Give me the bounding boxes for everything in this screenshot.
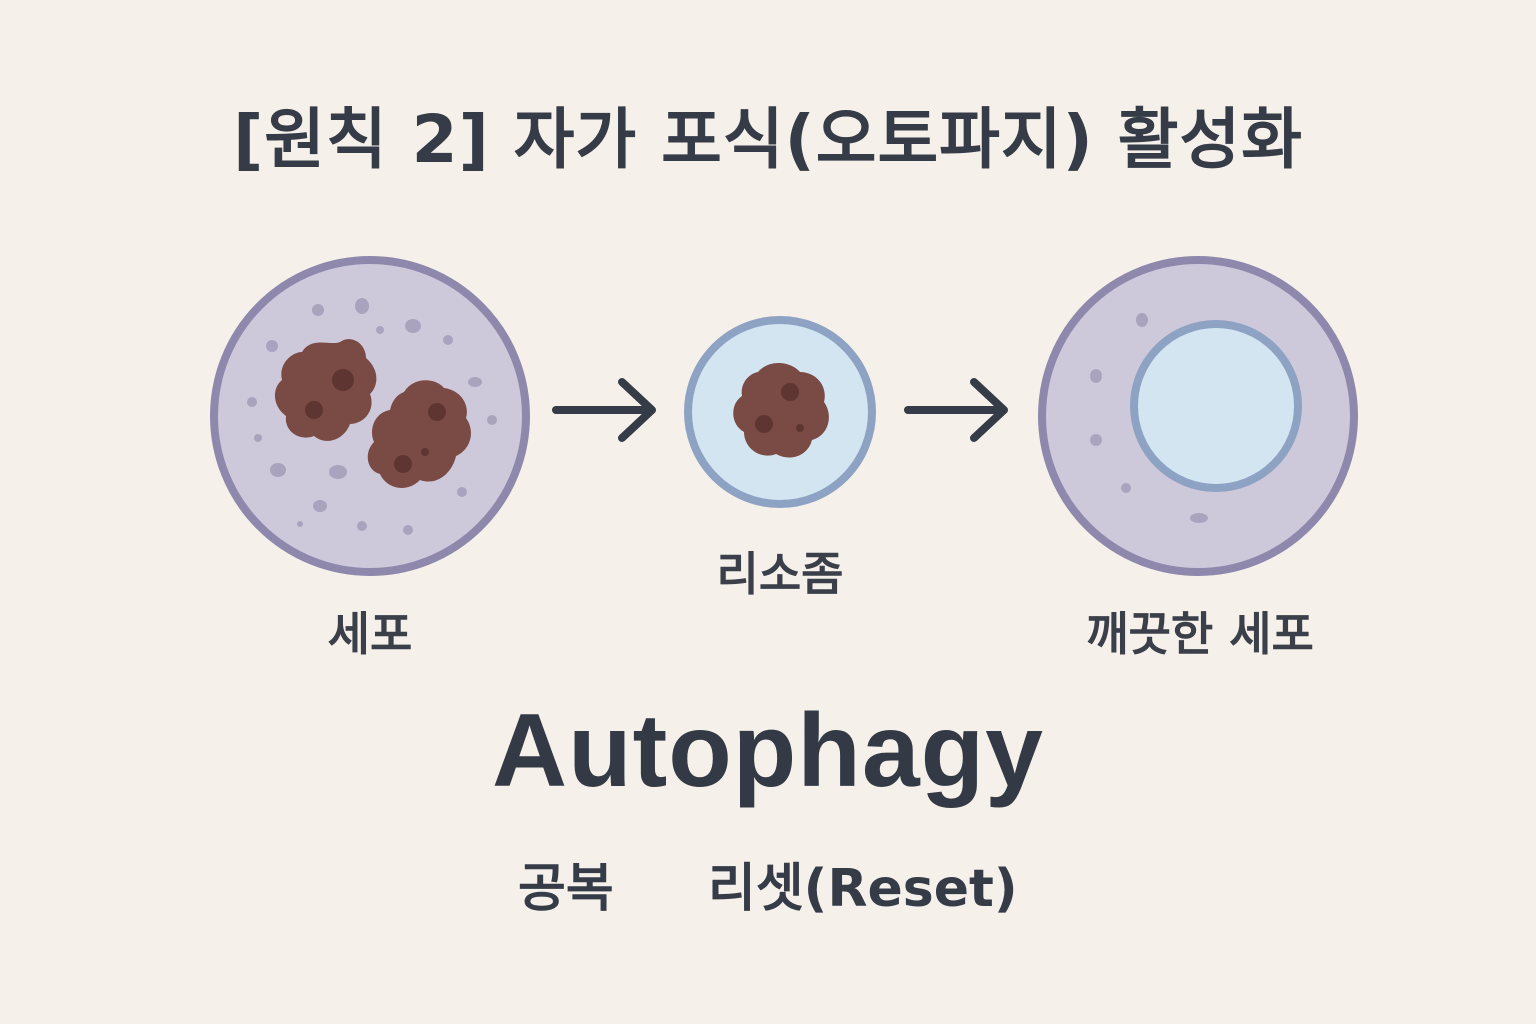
page-title: [원칙 2] 자가 포식(오토파지) 활성화 [233, 101, 1303, 178]
autophagy-heading: Autophagy [491, 693, 1045, 809]
cell-speckles [247, 298, 497, 535]
label-cell: 세포 [327, 607, 413, 661]
arrow-right-icon [904, 378, 1008, 442]
debris-blob [733, 362, 829, 458]
footer-fasting: 공복 [518, 859, 614, 919]
arrow-right-icon [552, 378, 656, 442]
cell-with-debris [210, 256, 530, 576]
clean-cell [1038, 256, 1358, 576]
debris-blob [367, 380, 471, 488]
cell-speckles [1090, 313, 1208, 523]
label-lysosome: 리소좀 [716, 547, 844, 601]
label-clean-cell: 깨끗한 세포 [1086, 607, 1314, 661]
debris-blob [274, 339, 377, 441]
footer-reset: 리셋(Reset) [708, 859, 1018, 919]
lysosome [684, 316, 876, 508]
